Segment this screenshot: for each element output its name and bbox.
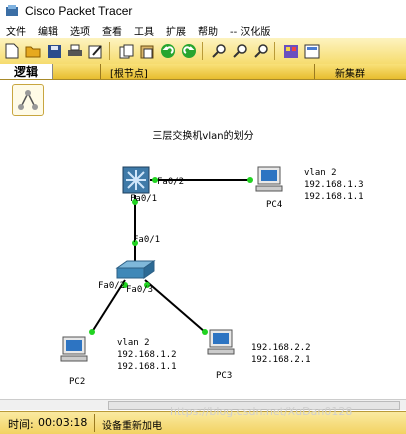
link-light: [132, 240, 138, 246]
menu-view[interactable]: 查看: [102, 26, 122, 38]
zoom-reset-icon: [233, 44, 247, 58]
port-label-sw-fa0-3: Fa0/3: [126, 285, 154, 295]
status-bar: 时间: 00:03:18 设备重新加电: [0, 411, 406, 434]
port-label-sw-fa0-2: Fa0/2: [98, 281, 126, 291]
link-light: [144, 282, 150, 288]
tab-logical[interactable]: 逻辑: [0, 64, 53, 79]
navigation-button[interactable]: [12, 84, 44, 116]
menu-bar: 文件 编辑 选项 查看 工具 扩展 帮助 -- 汉化版: [0, 22, 406, 38]
link-light: [122, 282, 128, 288]
note-pc4-ip: 192.168.1.3: [304, 180, 364, 190]
paste-button[interactable]: [138, 42, 156, 60]
pc3-icon[interactable]: [207, 329, 235, 355]
toolbar-separator: [109, 42, 110, 60]
watermark: https://blog.csdn.net/XuDan0128: [170, 405, 353, 418]
topology-icon: [18, 90, 38, 110]
device-name-pc4[interactable]: PC4: [266, 200, 283, 210]
note-pc2-vlan: vlan 2: [117, 338, 150, 348]
copy-button[interactable]: [117, 42, 135, 60]
port-label-l3-fa0-2: Fa0/2: [157, 177, 185, 187]
new-cluster-button[interactable]: 新集群: [335, 69, 365, 80]
zoom-in-icon: [212, 44, 226, 58]
link-switch-pc3: [144, 279, 206, 333]
new-file-button[interactable]: [3, 42, 21, 60]
menu-help[interactable]: 帮助: [198, 26, 218, 38]
workspace-bar: 逻辑 [根节点] 新集群: [0, 64, 406, 80]
toolbar-separator: [274, 42, 275, 60]
link-light: [89, 329, 95, 335]
horizontal-scrollbar[interactable]: [0, 399, 406, 410]
custom-device-button[interactable]: [303, 42, 321, 60]
note-pc3-ip: 192.168.2.2: [251, 343, 311, 353]
note-pc2-ip: 192.168.1.2: [117, 350, 177, 360]
copy-icon: [119, 44, 133, 58]
packet-tracer-icon: [6, 5, 18, 16]
workspace-divider: [314, 64, 315, 79]
scrollbar-thumb[interactable]: [108, 401, 400, 410]
toolbar: [0, 38, 406, 65]
printer-icon: [68, 44, 82, 56]
link-light: [152, 177, 158, 183]
undo-icon: [161, 44, 175, 58]
time-label: 时间:: [8, 418, 34, 431]
root-node-button[interactable]: [根节点]: [110, 69, 148, 80]
port-label-sw-fa0-1: Fa0/1: [133, 235, 161, 245]
menu-localization: -- 汉化版: [230, 26, 271, 38]
zoom-reset-button[interactable]: [231, 42, 249, 60]
menu-file[interactable]: 文件: [6, 26, 26, 38]
activity-wizard-button[interactable]: [87, 42, 105, 60]
zoom-out-icon: [254, 44, 268, 58]
zoom-in-button[interactable]: [210, 42, 228, 60]
power-cycle-button[interactable]: 设备重新加电: [102, 421, 162, 432]
palette-icon: [284, 44, 298, 58]
device-dialog-icon: [304, 44, 320, 58]
folder-open-icon: [25, 46, 41, 58]
paste-icon: [140, 45, 153, 58]
open-button[interactable]: [24, 42, 42, 60]
pc4-icon[interactable]: [255, 166, 283, 192]
menu-tools[interactable]: 工具: [134, 26, 154, 38]
palette-button[interactable]: [282, 42, 300, 60]
multilayer-switch-icon[interactable]: [122, 166, 150, 194]
device-name-pc3[interactable]: PC3: [216, 371, 233, 381]
redo-button[interactable]: [180, 42, 198, 60]
port-label-l3-fa0-1: Fa0/1: [130, 194, 158, 204]
note-pc4-vlan: vlan 2: [304, 168, 337, 178]
workspace-divider: [100, 64, 101, 79]
note-pc2-gateway: 192.168.1.1: [117, 362, 177, 372]
note-pc4-gateway: 192.168.1.1: [304, 192, 364, 202]
status-divider: [94, 414, 95, 432]
wizard-icon: [88, 44, 102, 58]
new-file-icon: [5, 43, 19, 59]
pc2-icon[interactable]: [60, 336, 88, 362]
zoom-out-button[interactable]: [252, 42, 270, 60]
diagram-title: 三层交换机vlan的划分: [152, 131, 254, 142]
note-pc3-gateway: 192.168.2.1: [251, 355, 311, 365]
menu-edit[interactable]: 编辑: [38, 26, 58, 38]
menu-extensions[interactable]: 扩展: [166, 26, 186, 38]
link-light: [247, 177, 253, 183]
window-title: Cisco Packet Tracer: [25, 4, 133, 18]
title-bar: Cisco Packet Tracer: [0, 0, 406, 22]
link-light: [202, 329, 208, 335]
redo-icon: [182, 44, 196, 58]
toolbar-separator: [202, 42, 203, 60]
switch-icon[interactable]: [115, 260, 156, 279]
menu-options[interactable]: 选项: [70, 26, 90, 38]
device-name-pc2[interactable]: PC2: [69, 377, 86, 387]
link-switch-pc2: [91, 279, 126, 333]
link-light: [132, 199, 138, 205]
topology-diagram: [60, 166, 283, 362]
time-value: 00:03:18: [38, 416, 88, 429]
save-button[interactable]: [45, 42, 63, 60]
print-button[interactable]: [66, 42, 84, 60]
undo-button[interactable]: [159, 42, 177, 60]
save-icon: [47, 44, 61, 58]
